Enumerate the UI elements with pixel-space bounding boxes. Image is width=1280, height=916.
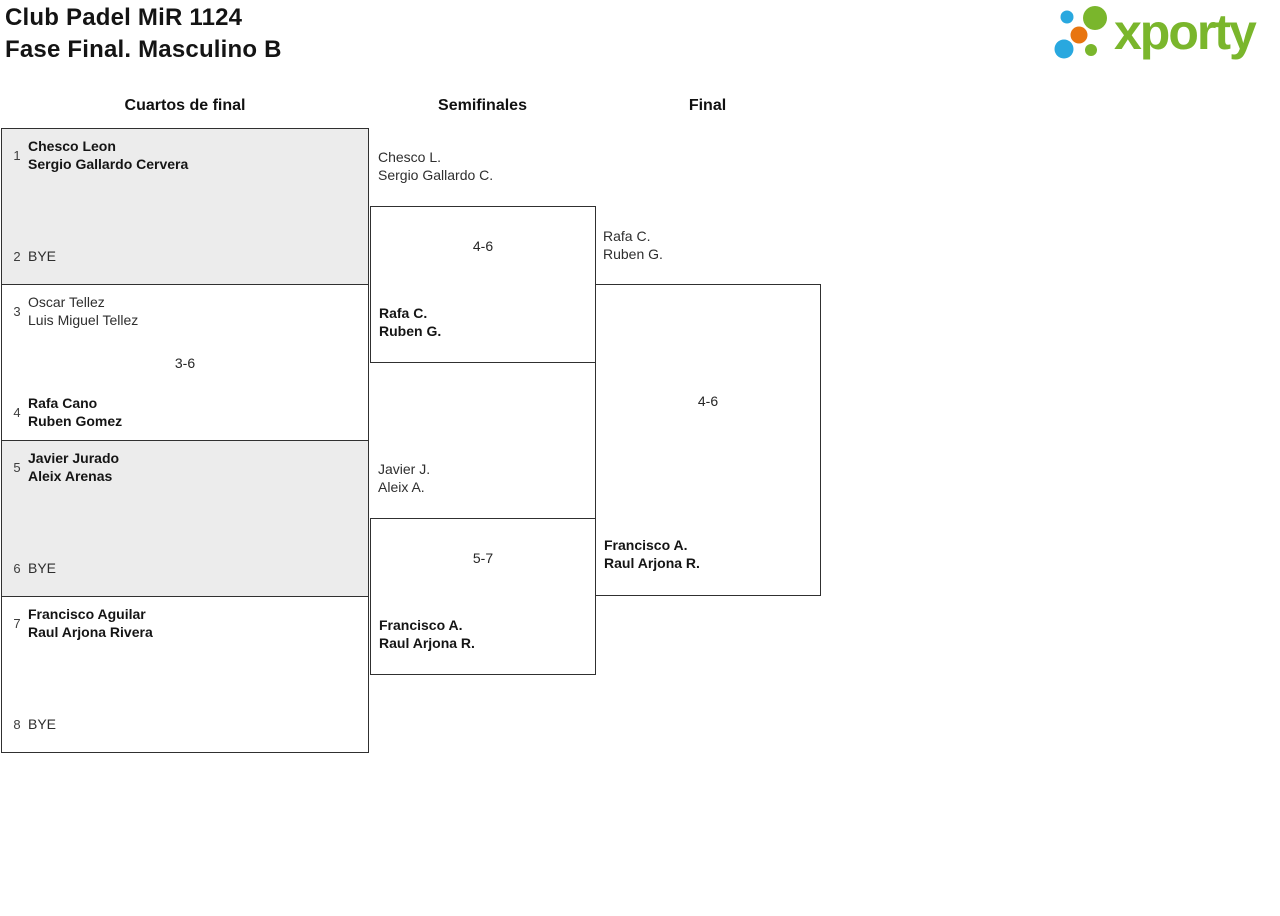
final-match: 4-6 Francisco A. Raul Arjona R.: [595, 284, 821, 596]
player-name: Chesco Leon: [28, 138, 116, 154]
seed-number: 5: [13, 459, 21, 475]
team-entry: 4 Rafa Cano Ruben Gomez: [10, 394, 122, 430]
qf-match-1: 1 Chesco Leon Sergio Gallardo Cervera 2 …: [1, 128, 369, 285]
player-name: Oscar Tellez: [28, 294, 105, 310]
match-score: 3-6: [174, 354, 196, 371]
xporty-dots-icon: [1054, 6, 1107, 59]
player-name: Chesco L.: [378, 149, 442, 165]
player-name: Raul Arjona Rivera: [28, 624, 153, 640]
player-name: BYE: [28, 560, 57, 576]
player-name: Raul Arjona R.: [604, 555, 700, 571]
team-entry: 8 BYE: [10, 715, 56, 733]
seed-number: 4: [13, 404, 21, 420]
seed-number: 1: [13, 147, 21, 163]
round-header-final: Final: [688, 97, 727, 114]
player-name: Javier J.: [378, 461, 431, 477]
logo-dot: [1085, 44, 1097, 56]
player-name: Francisco A.: [379, 617, 463, 633]
round-header-semifinals: Semifinales: [438, 97, 527, 114]
player-name: BYE: [28, 716, 57, 732]
team-entry: Javier J. Aleix A.: [378, 460, 430, 496]
player-name: Aleix A.: [378, 479, 425, 495]
player-name: Francisco A.: [604, 537, 688, 553]
team-names: BYE: [28, 559, 56, 577]
team-names: Chesco Leon Sergio Gallardo Cervera: [28, 137, 188, 173]
player-name: Luis Miguel Tellez: [28, 312, 139, 328]
team-entry: 3 Oscar Tellez Luis Miguel Tellez: [10, 293, 138, 329]
sf-match-2: 5-7 Francisco A. Raul Arjona R.: [370, 518, 596, 675]
logo-dot: [1060, 10, 1074, 24]
player-name: Ruben G.: [379, 323, 442, 339]
qf-match-4: 7 Francisco Aguilar Raul Arjona Rivera 8…: [1, 596, 369, 753]
phase-name: Fase Final. Masculino B: [5, 36, 282, 63]
match-score: 4-6: [472, 238, 494, 254]
qf-match-2: 3 Oscar Tellez Luis Miguel Tellez 3-6 4 …: [1, 284, 369, 441]
team-names: Oscar Tellez Luis Miguel Tellez: [28, 293, 138, 329]
match-score: 5-7: [472, 550, 494, 566]
player-name: Rafa Cano: [28, 395, 98, 411]
player-name: Francisco Aguilar: [28, 606, 146, 622]
team-entry: 7 Francisco Aguilar Raul Arjona Rivera: [10, 605, 153, 641]
player-name: Ruben G.: [603, 246, 663, 262]
logo-dot: [1054, 39, 1074, 59]
logo-dot: [1070, 26, 1088, 44]
team-entry: Francisco A. Raul Arjona R.: [379, 616, 475, 652]
seed-number: 6: [13, 560, 21, 576]
player-name: Sergio Gallardo C.: [378, 167, 494, 183]
team-entry: 5 Javier Jurado Aleix Arenas: [10, 449, 119, 485]
seed-number: 3: [13, 303, 21, 319]
player-name: Javier Jurado: [28, 450, 120, 466]
team-names: Francisco Aguilar Raul Arjona Rivera: [28, 605, 153, 641]
player-name: Raul Arjona R.: [379, 635, 475, 651]
team-entry: 6 BYE: [10, 559, 56, 577]
player-name: Ruben Gomez: [28, 413, 123, 429]
player-name: Rafa C.: [379, 305, 428, 321]
team-entry: 1 Chesco Leon Sergio Gallardo Cervera: [10, 137, 188, 173]
qf-match-3: 5 Javier Jurado Aleix Arenas 6 BYE: [1, 440, 369, 597]
player-name: Rafa C.: [603, 228, 651, 244]
xporty-logo[interactable]: xporty: [1048, 2, 1257, 64]
match-score: 4-6: [697, 393, 719, 409]
seed-number: 7: [13, 615, 21, 631]
team-names: Javier Jurado Aleix Arenas: [28, 449, 119, 485]
player-name: Sergio Gallardo Cervera: [28, 156, 189, 172]
seed-number: 2: [13, 248, 21, 264]
team-entry: Chesco L. Sergio Gallardo C.: [378, 148, 493, 184]
page-title: Club Padel MiR 1124 Fase Final. Masculin…: [5, 2, 282, 66]
team-names: BYE: [28, 247, 56, 265]
logo-wordmark: xporty: [1114, 4, 1257, 60]
team-entry: Rafa C. Ruben G.: [603, 227, 663, 263]
team-entry: 2 BYE: [10, 247, 56, 265]
team-names: BYE: [28, 715, 56, 733]
tournament-name: Club Padel MiR 1124: [5, 4, 243, 31]
team-entry: Francisco A. Raul Arjona R.: [604, 536, 700, 572]
seed-number: 8: [13, 716, 21, 732]
player-name: Aleix Arenas: [28, 468, 113, 484]
sf-match-1: 4-6 Rafa C. Ruben G.: [370, 206, 596, 363]
team-entry: Rafa C. Ruben G.: [379, 304, 441, 340]
round-header-quarterfinals: Cuartos de final: [124, 97, 246, 114]
logo-dot: [1083, 6, 1107, 30]
team-names: Rafa Cano Ruben Gomez: [28, 394, 122, 430]
player-name: BYE: [28, 248, 57, 264]
